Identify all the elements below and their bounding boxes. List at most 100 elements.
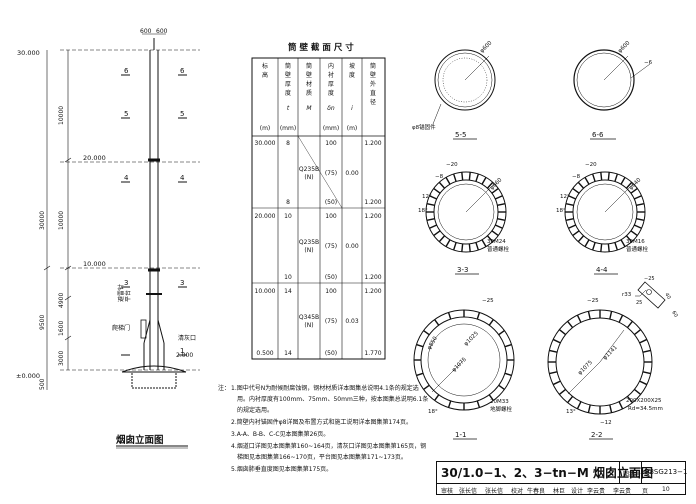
bolt-mark xyxy=(558,329,567,336)
s22-label: 2-2 xyxy=(591,431,602,439)
bolt-mark xyxy=(475,242,480,251)
bolt-mark xyxy=(618,314,624,323)
tag-5-left: 5 xyxy=(124,110,128,118)
s33-bolt-note: 普通螺栓 xyxy=(487,245,510,253)
table-header-char: 厚 xyxy=(285,81,291,88)
cell-lining: 100 xyxy=(325,140,337,147)
bolt-mark xyxy=(476,312,481,320)
bolt-mark xyxy=(633,224,642,229)
bolt-mark xyxy=(587,311,591,320)
table-header-char: 直 xyxy=(370,89,376,97)
divider xyxy=(641,462,642,483)
cell-lining: (75) xyxy=(325,170,337,177)
page-label: 页 xyxy=(642,488,649,495)
cell-material: Q235B xyxy=(299,166,319,173)
ground-level: 2.000 xyxy=(176,352,193,359)
table-header-char: 度 xyxy=(328,89,334,97)
level-0: ±0.000 xyxy=(16,372,40,380)
note-line: 2.筒壁内衬锚固件φ8详图及布置方式和施工说明详本图集第174页。 xyxy=(231,418,412,426)
bolt-mark xyxy=(567,320,574,329)
s11-ang: 18° xyxy=(428,409,438,415)
top-dim-right: 600 xyxy=(156,28,168,35)
bolt-mark xyxy=(491,187,499,194)
s22-d1: φ1075 xyxy=(577,359,594,376)
table-header-char: 坡 xyxy=(349,62,355,70)
sign-cell: 牛春良 xyxy=(527,488,546,495)
tag-5-right: 5 xyxy=(180,110,184,118)
bolt-mark xyxy=(452,173,457,182)
bolt-mark xyxy=(591,242,596,251)
dim-4900: 4900 xyxy=(58,293,65,308)
bolt-mark xyxy=(461,172,464,181)
bolt-mark xyxy=(429,224,438,229)
bolt-mark xyxy=(486,235,494,243)
label-lightning-rod: 避雷针 xyxy=(117,284,125,302)
top-dim-left: 600 xyxy=(140,28,152,35)
cell-diameter: 1.200 xyxy=(364,288,381,295)
s22-plate: 200X200X25 xyxy=(626,398,662,404)
section-6-6 xyxy=(573,49,651,111)
bolt-mark xyxy=(565,217,574,222)
bolt-mark xyxy=(498,384,505,390)
s22-d2: φ1141 xyxy=(602,345,619,362)
chimney-elevation xyxy=(60,38,200,389)
cell-elevation: 0.500 xyxy=(256,350,273,357)
bolt-mark xyxy=(438,235,446,243)
dim-1600: 1600 xyxy=(58,321,65,336)
bolt-mark xyxy=(639,380,648,386)
bolt-mark xyxy=(476,400,481,408)
bolt-mark xyxy=(620,177,626,185)
bolt-mark xyxy=(576,401,582,410)
table-header-char: 筒 xyxy=(306,62,312,70)
table-header-char: 筒 xyxy=(370,62,376,70)
bolt-mark xyxy=(452,242,457,251)
cell-lining: 100 xyxy=(325,213,337,220)
bolt-mark xyxy=(630,187,638,194)
sign-cell: 设计 xyxy=(571,488,584,495)
detail-60: 60 xyxy=(670,310,678,319)
bolt-mark xyxy=(577,235,585,243)
s66-thk: −6 xyxy=(644,60,653,66)
s33-ang-12: 12° xyxy=(422,194,432,200)
label-ladder-door: 爬梯门 xyxy=(112,324,130,332)
tag-6-right: 6 xyxy=(180,67,185,75)
s44-label: 4-4 xyxy=(596,266,608,274)
section-2-2 xyxy=(547,309,653,415)
bolt-mark xyxy=(433,230,441,237)
bolt-mark xyxy=(434,319,440,326)
bolt-mark xyxy=(584,177,590,185)
cell-thickness: 14 xyxy=(284,288,292,295)
level-10: 10.000 xyxy=(83,260,106,268)
bolt-mark xyxy=(609,311,613,320)
table-header-symbol: t xyxy=(287,105,290,112)
s33-bolts: 30M24 xyxy=(487,239,506,245)
table-header-char: 壁 xyxy=(370,71,376,79)
table-title: 筒 壁 截 面 尺 寸 xyxy=(288,42,354,53)
table-header-char: 度 xyxy=(285,89,291,97)
table-header-symbol: i xyxy=(351,105,353,112)
level-30: 30.000 xyxy=(17,49,40,57)
bolt-mark xyxy=(433,187,441,194)
cell-lining: (50) xyxy=(325,350,337,357)
table-header-char: 径 xyxy=(370,98,376,106)
label-cleanout: 清灰口 xyxy=(178,334,196,342)
dim-total: 30000 xyxy=(39,211,46,230)
label-platform: 平台 xyxy=(124,290,132,302)
s44-ang-18: 18° xyxy=(556,208,566,214)
table-header-unit: (mm) xyxy=(280,125,296,132)
bolt-mark xyxy=(607,243,610,252)
title-block: 30/1.0−1、2、3−tn−M 烟囱立面图 图集号 08SG213−1 审核… xyxy=(436,461,687,495)
note-line: 用。内衬厚度有100mm、75mm、50mm三种，按本图集总说明6.1条 xyxy=(237,395,428,403)
detail-25b: 25 xyxy=(636,300,642,306)
bolt-mark xyxy=(625,181,633,189)
table-header-symbol: δn xyxy=(327,105,335,112)
dim-9500: 9500 xyxy=(39,315,46,330)
bolt-mark xyxy=(630,230,638,237)
tag-1-right: 1 xyxy=(180,347,184,355)
section-5-5 xyxy=(432,49,496,125)
bolt-mark xyxy=(600,172,603,181)
bolt-mark xyxy=(447,400,452,408)
